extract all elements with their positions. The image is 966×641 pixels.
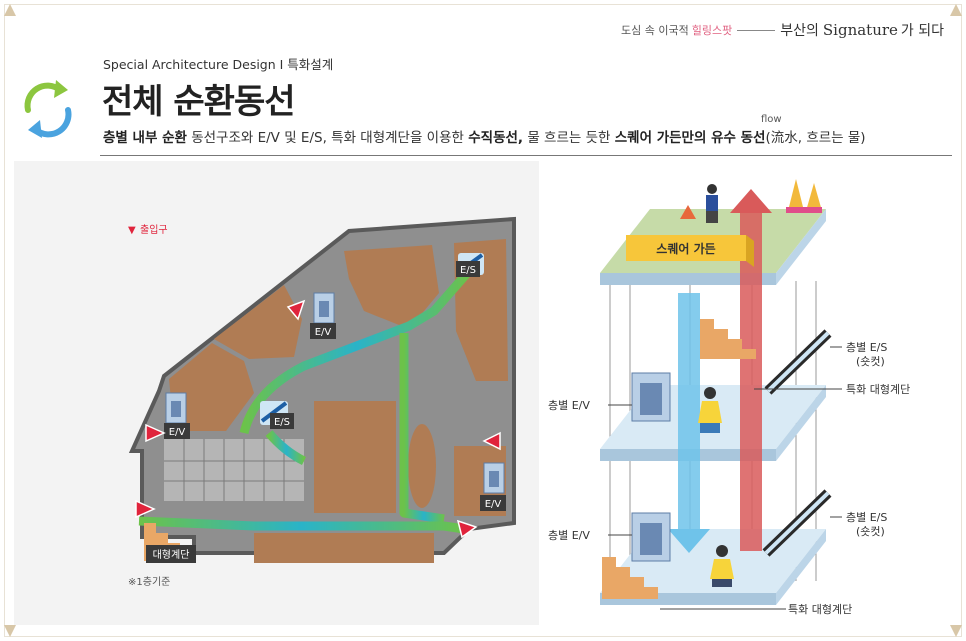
escalator-icon-lower (762, 489, 832, 557)
entrance-marker (286, 299, 306, 321)
circulation-path (138, 268, 482, 534)
elevator-icon-lower (631, 512, 671, 562)
corner-ornament-bottom-left (2, 623, 18, 639)
floor-plan: E/S E/V E/V E/S E/V 대형계단 (128, 216, 516, 588)
shopper-icon-middle (698, 387, 722, 433)
label-es-upper-sub: (숏컷) (856, 355, 885, 368)
section-description: 층별 내부 순환 동선구조와 E/V 및 E/S, 특화 대형계단을 이용한 수… (103, 126, 866, 146)
brand-suffix: 가 되다 (900, 23, 944, 39)
label-es-lower: 층별 E/S (846, 511, 887, 524)
stairs-icon-upper (700, 319, 756, 359)
path-segment (265, 430, 307, 466)
svg-text:E/V: E/V (315, 327, 332, 338)
svg-text:E/V: E/V (169, 427, 186, 438)
fp-label-ev-left: E/V (164, 423, 190, 439)
tagline-highlight: 힐링스팟 (691, 24, 733, 37)
elevator-icon-upper (631, 372, 671, 422)
tagline-prefix: 도심 속 이국적 (621, 24, 689, 37)
desc-text-3: (流水, 흐르는 물) (765, 130, 866, 146)
flow-note: flow (761, 114, 782, 125)
label-ev-upper: 층별 E/V (548, 399, 590, 412)
fp-label-es-mid: E/S (270, 413, 294, 429)
svg-text:E/V: E/V (485, 499, 502, 510)
label-es-upper: 층별 E/S (846, 341, 887, 354)
corner-ornament-top-left (2, 2, 18, 18)
store-block (314, 401, 396, 513)
brand-signature: Signature (822, 21, 898, 39)
leader-lines (608, 346, 842, 610)
vertical-circulation-panel: 스퀘어 가든 (540, 161, 952, 625)
label-stairs-lower: 특화 대형계단 (788, 603, 852, 616)
floor-plan-panel: E/S E/V E/V E/S E/V 대형계단 (14, 161, 539, 625)
service-core-grid (164, 439, 304, 501)
desc-bold-2: 수직동선, (468, 130, 524, 146)
store-block (169, 343, 254, 431)
store-block (344, 245, 439, 329)
fp-label-ev-right: E/V (480, 495, 506, 511)
fp-label-stairs: 대형계단 (146, 545, 196, 563)
path-segment (138, 516, 465, 534)
shopper-icon-lower (710, 545, 734, 587)
floor-basis-note: ※1층기준 (128, 576, 170, 588)
label-ev-lower: 층별 E/V (548, 529, 590, 542)
tagline-divider (737, 29, 776, 31)
elevator-icon-left (165, 392, 187, 424)
up-arrow (730, 189, 772, 551)
store-block (408, 424, 436, 508)
desc-bold-1: 층별 내부 순환 (103, 130, 187, 146)
brand-prefix: 부산의 (780, 23, 819, 39)
vertical-diagram: 스퀘어 가든 (548, 179, 910, 616)
outer-wall (128, 216, 516, 555)
store-block (214, 285, 302, 359)
brand-tagline: 도심 속 이국적 힐링스팟 부산의 Signature 가 되다 (621, 20, 944, 40)
corner-ornament-top-right (948, 2, 964, 18)
stairs-icon-lower (602, 557, 658, 599)
campfire-icon (680, 205, 696, 219)
page-frame (4, 4, 962, 637)
svg-text:E/S: E/S (460, 265, 476, 276)
elevator-icon-top (313, 292, 335, 324)
desc-text-1: 동선구조와 E/V 및 E/S, 특화 대형계단을 이용한 (186, 130, 469, 146)
path-segment (239, 268, 473, 435)
svg-text:E/S: E/S (274, 417, 290, 428)
header-divider (100, 155, 952, 156)
label-stairs-upper: 특화 대형계단 (846, 383, 910, 396)
person-icon-top (706, 184, 718, 223)
square-garden-label: 스퀘어 가든 (626, 235, 754, 267)
entrance-marker (135, 499, 156, 519)
entrance-marker (482, 431, 501, 451)
section-subtitle: Special Architecture Design Ι 특화설계 (103, 57, 334, 72)
fp-label-es-top: E/S (456, 261, 480, 277)
entrance-marker (145, 423, 166, 443)
entrance-markers (135, 299, 501, 539)
desc-text-2: 물 흐르는 듯한 (523, 130, 615, 146)
legend-label: 출입구 (140, 223, 168, 236)
escalator-icon-upper (764, 329, 832, 395)
fp-label-ev-top: E/V (310, 323, 336, 339)
path-segment (399, 333, 445, 524)
circulation-icon (20, 74, 76, 144)
entrance-marker (456, 519, 478, 539)
svg-text:스퀘어 가든: 스퀘어 가든 (656, 241, 715, 256)
label-es-lower-sub: (숏컷) (856, 525, 885, 538)
desc-bold-3: 스퀘어 가든만의 유수 동선 (614, 130, 766, 146)
store-block (254, 533, 434, 563)
svg-text:대형계단: 대형계단 (153, 549, 190, 561)
page-title: 전체 순환동선 (102, 82, 296, 122)
tent-icon (786, 179, 822, 213)
legend-marker: ▼ (128, 225, 136, 236)
elevator-icon-right (483, 462, 505, 494)
down-arrow (668, 293, 710, 553)
corner-ornament-bottom-right (948, 623, 964, 639)
